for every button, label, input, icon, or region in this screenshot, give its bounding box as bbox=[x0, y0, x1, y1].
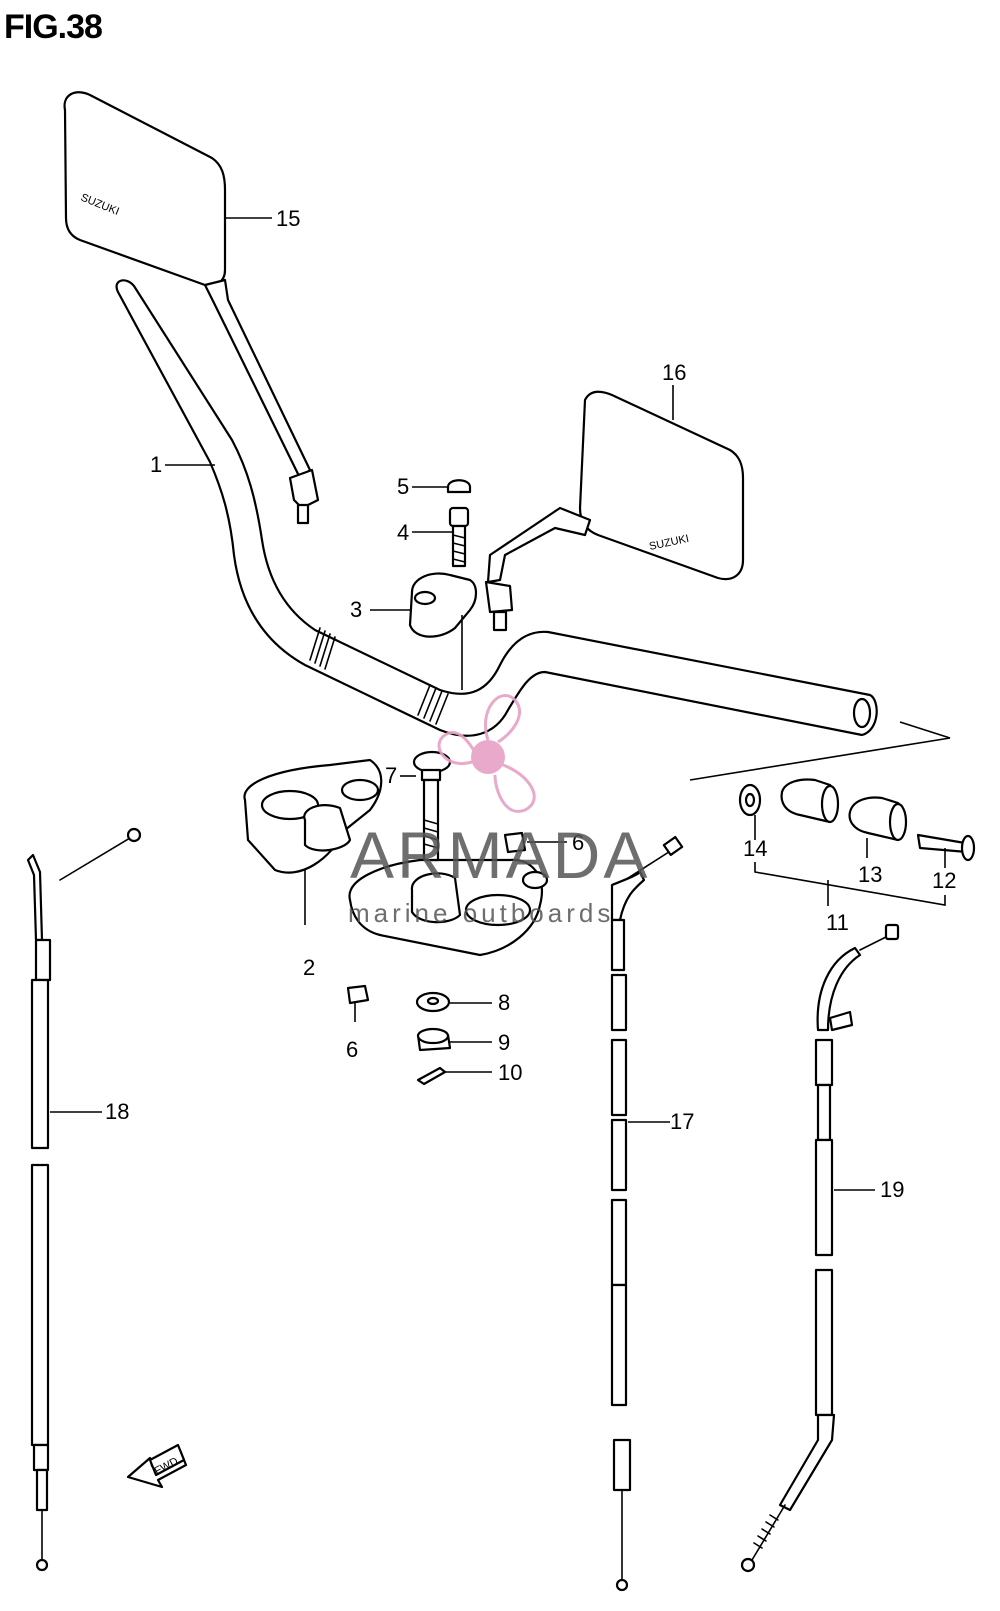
leader-lines bbox=[50, 217, 946, 1191]
propeller-logo bbox=[437, 694, 536, 813]
balancer-weight-inner[interactable] bbox=[848, 796, 908, 842]
knurl-center bbox=[417, 684, 449, 725]
knurl-left bbox=[309, 627, 336, 670]
callout-9: 9 bbox=[498, 1030, 510, 1055]
callout-18: 18 bbox=[105, 1099, 129, 1124]
watermark-tagline: marine outboards bbox=[348, 898, 614, 928]
callout-2: 2 bbox=[303, 955, 315, 980]
callout-11: 11 bbox=[826, 910, 849, 935]
callout-5: 5 bbox=[397, 474, 409, 499]
watermark-brand: ARMADA bbox=[350, 818, 650, 892]
balancer-screw[interactable] bbox=[916, 833, 976, 862]
callout-16: 16 bbox=[662, 360, 686, 385]
callout-1: 1 bbox=[150, 452, 162, 477]
callout-14: 14 bbox=[743, 836, 767, 861]
callout-19: 19 bbox=[880, 1177, 904, 1202]
damper-upper[interactable] bbox=[503, 831, 527, 854]
callout-17: 17 bbox=[670, 1109, 694, 1134]
figure-title: FIG.38 bbox=[4, 8, 103, 46]
callout-15: 15 bbox=[276, 206, 300, 231]
callout-10: 10 bbox=[498, 1060, 522, 1085]
washer[interactable] bbox=[415, 991, 451, 1013]
callouts: 1 2 3 4 5 6 6 7 8 9 10 11 12 13 14 15 16… bbox=[105, 206, 956, 1202]
handlebar[interactable] bbox=[115, 279, 878, 737]
mirror-right[interactable]: SUZUKI bbox=[484, 390, 745, 632]
holder-upper[interactable] bbox=[408, 572, 478, 690]
callout-13: 13 bbox=[858, 862, 882, 887]
holder-lower[interactable] bbox=[243, 758, 549, 957]
cable-18[interactable] bbox=[26, 827, 142, 1572]
cable-17[interactable] bbox=[610, 835, 684, 1592]
bolt-upper[interactable] bbox=[448, 506, 470, 568]
callout-6-upper: 6 bbox=[572, 830, 584, 855]
bolt-lower[interactable] bbox=[412, 750, 452, 862]
cable-19[interactable] bbox=[740, 923, 900, 1573]
balancer-washer[interactable] bbox=[738, 783, 762, 817]
callout-6-lower: 6 bbox=[346, 1037, 358, 1062]
callout-8: 8 bbox=[498, 990, 510, 1015]
callout-12: 12 bbox=[932, 868, 956, 893]
cotter-pin[interactable] bbox=[416, 1066, 447, 1086]
cap[interactable] bbox=[446, 479, 472, 494]
watermark: ARMADA marine outboards bbox=[348, 694, 650, 928]
callout-3: 3 bbox=[350, 597, 362, 622]
balancer-weight-outer[interactable] bbox=[780, 778, 840, 824]
damper-lower[interactable] bbox=[346, 984, 370, 1005]
mirror-left[interactable]: SUZUKI bbox=[63, 91, 320, 525]
callout-7: 7 bbox=[385, 763, 397, 788]
callout-4: 4 bbox=[397, 520, 409, 545]
fwd-arrow: FWD bbox=[126, 1443, 188, 1489]
nut[interactable] bbox=[416, 1027, 452, 1052]
